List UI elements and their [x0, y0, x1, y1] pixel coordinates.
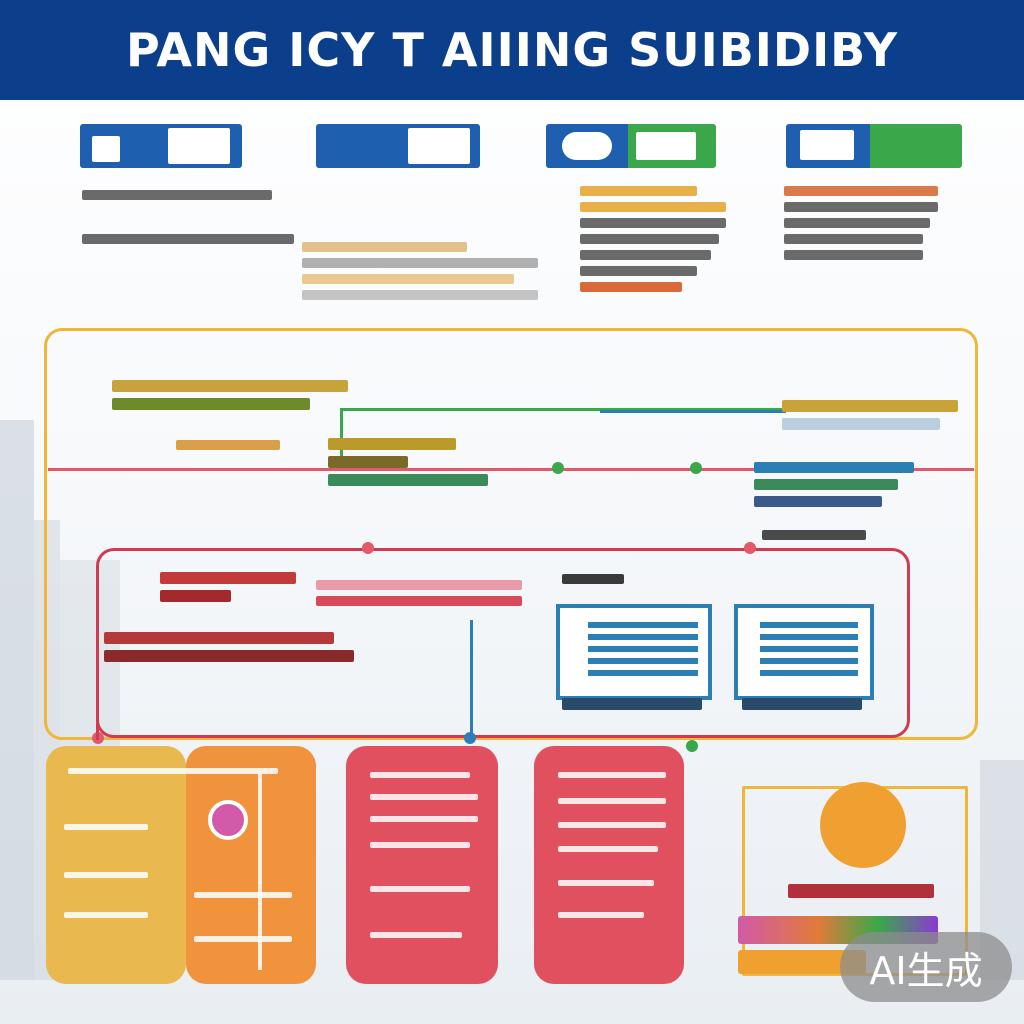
ai-generated-badge: AI生成 [840, 932, 1012, 1002]
appliance-icon [168, 128, 230, 164]
card-divider [258, 774, 262, 970]
text-block [316, 580, 522, 606]
equipment-icon [562, 132, 612, 160]
target-icon [208, 800, 248, 840]
text-block [782, 400, 958, 430]
card-text-line [68, 768, 278, 774]
device-icon [408, 128, 470, 164]
card-text-line [558, 912, 644, 918]
text-block [104, 632, 354, 662]
card-text-line [194, 892, 292, 898]
card-text-line [558, 846, 658, 852]
flow-line [340, 408, 900, 411]
text-block [562, 574, 624, 584]
connector-dot [362, 542, 374, 554]
connector-dot [690, 462, 702, 474]
text-block [762, 530, 866, 540]
text-block [742, 698, 862, 710]
flow-line [96, 630, 99, 740]
screen-icon [800, 130, 854, 160]
process-frame-outer [44, 328, 978, 740]
info-card-red-2 [534, 746, 684, 984]
text-block [82, 234, 294, 244]
card-text-line [194, 936, 292, 942]
machine-icon [636, 132, 696, 160]
text-block [562, 698, 702, 710]
connector-dot [464, 732, 476, 744]
card-text-line [370, 886, 470, 892]
card-text-line [370, 794, 478, 800]
card-text-line [370, 842, 470, 848]
text-block [580, 186, 726, 292]
city-skyline [0, 420, 34, 980]
card-text-line [64, 824, 148, 830]
connector-dot [744, 542, 756, 554]
gauge-icon [820, 782, 906, 868]
info-card-red-1 [346, 746, 498, 984]
text-block [160, 572, 296, 602]
card-text-line [558, 772, 666, 778]
card-text-line [558, 880, 654, 886]
card-text-line [558, 822, 666, 828]
card-text-line [370, 816, 478, 822]
info-card-orange [186, 746, 316, 984]
watermark-label: AI生成 [869, 948, 983, 993]
text-block [302, 242, 538, 300]
page-title: PANG ICY T AIIING SUIBIDIBY [125, 23, 899, 77]
text-block [82, 190, 272, 200]
flow-line [470, 620, 473, 736]
connector-dot [552, 462, 564, 474]
card-text-line [370, 932, 462, 938]
info-card-yellow [46, 746, 186, 984]
text-block [754, 462, 914, 507]
card-text-line [64, 912, 148, 918]
card-text-line [370, 772, 470, 778]
card-text-line [558, 798, 666, 804]
flow-line [600, 410, 786, 413]
text-block [788, 884, 934, 898]
building-illustration [734, 604, 874, 700]
flow-line [48, 468, 974, 471]
building-illustration [556, 604, 712, 700]
header-banner: PANG ICY T AIIING SUIBIDIBY [0, 0, 1024, 100]
text-block [112, 380, 348, 410]
text-block [784, 186, 938, 260]
text-block [328, 438, 488, 486]
appliance-icon [92, 136, 120, 162]
connector-dot [686, 740, 698, 752]
card-text-line [64, 872, 148, 878]
text-block [176, 440, 280, 450]
